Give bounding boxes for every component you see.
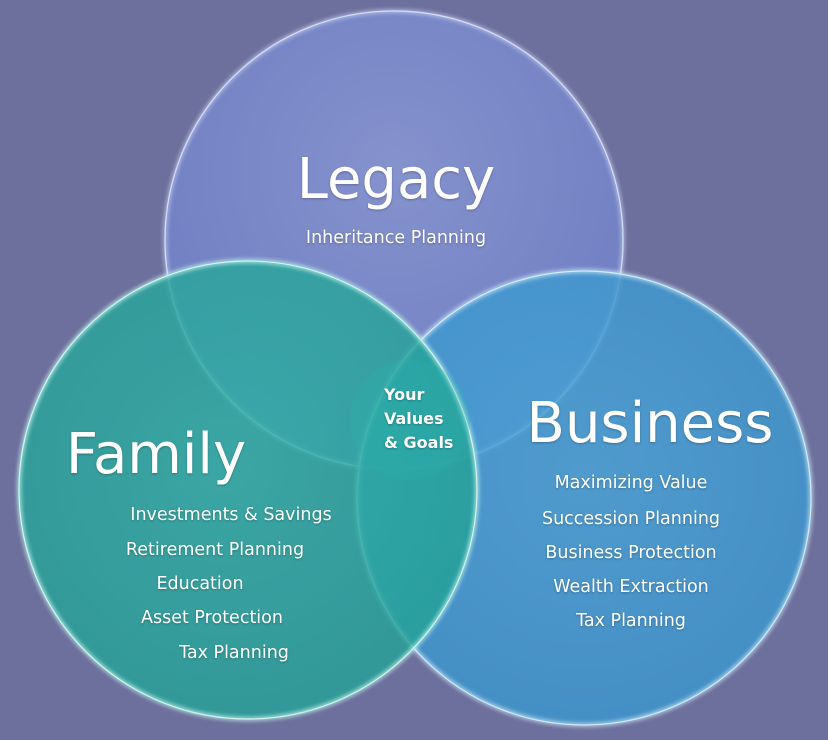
family-item-retirement-planning: Retirement Planning <box>125 540 305 560</box>
center-line-your: Your <box>384 385 425 404</box>
family-item-education: Education <box>156 574 244 594</box>
business-title: Business <box>526 391 774 456</box>
family-item-asset-protection: Asset Protection <box>141 608 283 628</box>
family-title: Family <box>65 422 247 487</box>
legacy-item-inheritance-planning: Inheritance Planning <box>305 228 487 248</box>
family-circle <box>17 259 479 721</box>
center-label: Your Values & Goals <box>384 383 453 455</box>
center-line-values: Values <box>384 409 444 428</box>
legacy-title: Legacy <box>296 147 496 212</box>
business-item-tax-planning: Tax Planning <box>576 611 686 631</box>
center-line-goals: & Goals <box>384 433 454 452</box>
business-item-maximizing-value: Maximizing Value <box>554 473 708 493</box>
family-item-tax-planning: Tax Planning <box>179 643 289 663</box>
business-item-wealth-extraction: Wealth Extraction <box>553 577 709 597</box>
business-item-succession-planning: Succession Planning <box>541 509 721 529</box>
family-item-investments-savings: Investments & Savings <box>130 505 332 525</box>
business-item-business-protection: Business Protection <box>545 543 717 563</box>
center-overlap <box>350 360 470 480</box>
